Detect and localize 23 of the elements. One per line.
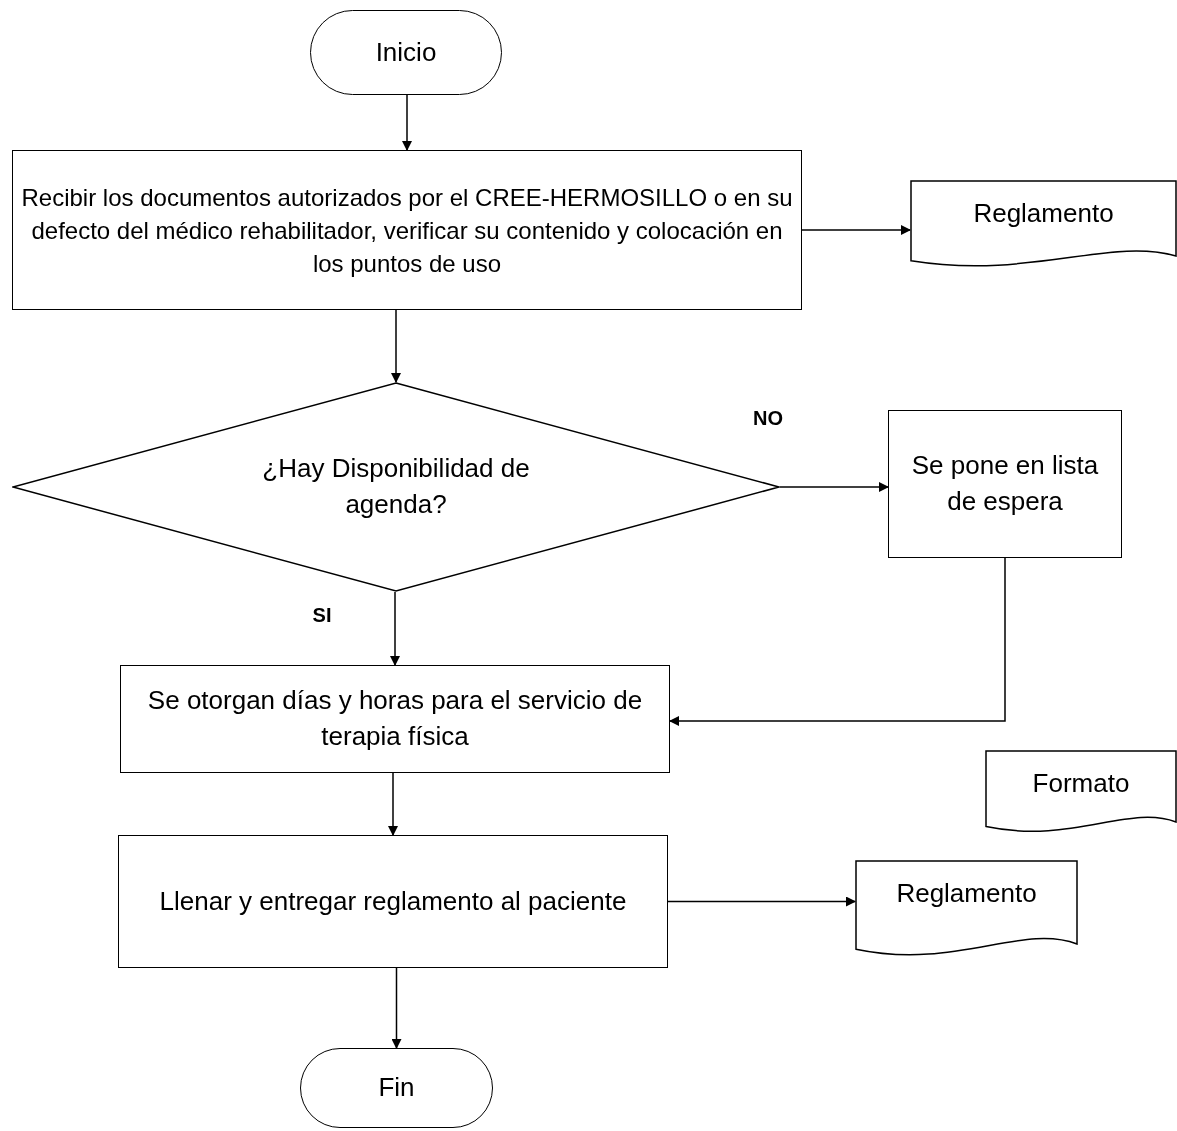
node-label: Recibir los documentos autorizados por el CREE-HERMOSILLO o en su defecto del médico rehabilitador, verificar su contenido y colocación en los puntos de uso: [20, 182, 794, 279]
arrow: [391, 967, 402, 1049]
node-label: Llenar y entregar reglamento al paciente: [158, 884, 628, 918]
process-box: [888, 410, 1122, 558]
node-label: Se pone en lista de espera: [910, 449, 1100, 518]
process-box: [118, 835, 668, 968]
node-label: Se otorgan días y horas para el servicio de terapia física: [146, 684, 644, 753]
node-label: Inicio: [375, 35, 437, 69]
arrow: [669, 557, 1006, 726]
node-label: ¿Hay Disponibilidad de agenda?: [261, 452, 531, 521]
process-box: [12, 150, 802, 310]
node-label: Fin: [378, 1071, 415, 1105]
process-box: [120, 665, 670, 773]
arrow: [667, 896, 856, 907]
arrow: [402, 94, 412, 151]
node-label: Reglamento: [896, 877, 1037, 910]
arrow: [390, 591, 400, 666]
arrow: [391, 309, 401, 383]
node-label: Formato: [1032, 767, 1130, 800]
arrow: [779, 482, 889, 492]
node-label: Reglamento: [973, 197, 1114, 230]
arrow: [388, 772, 398, 836]
arrow: [801, 225, 911, 235]
